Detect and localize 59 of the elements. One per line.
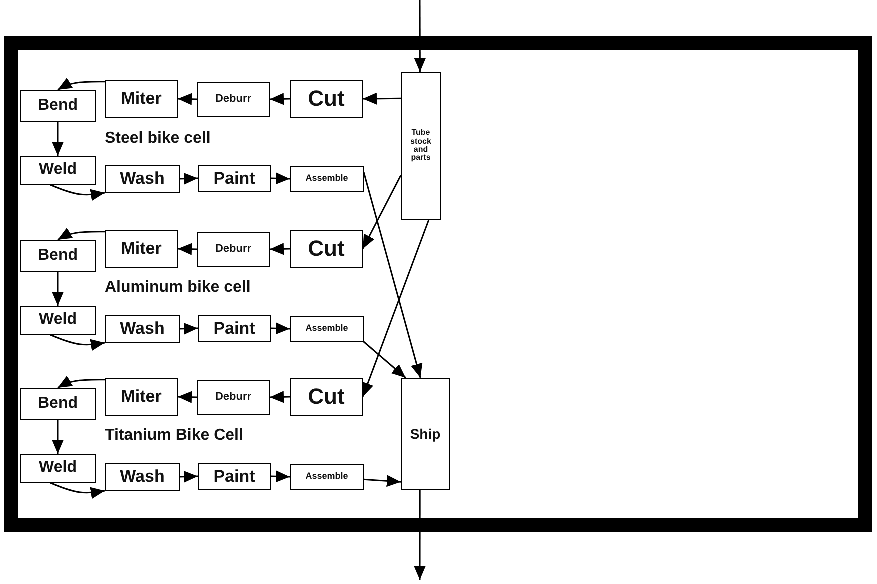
process-box: Cut — [290, 378, 363, 416]
process-box: Deburr — [197, 232, 270, 267]
process-box: Miter — [105, 80, 178, 118]
arrow — [364, 341, 406, 379]
process-box: Miter — [105, 378, 178, 416]
arrow — [50, 334, 106, 352]
process-box: Tube stock and parts — [401, 72, 441, 220]
process-box: Bend — [20, 388, 96, 420]
arrow — [364, 475, 402, 488]
arrow — [178, 243, 198, 256]
arrow — [52, 420, 64, 454]
process-box: Miter — [105, 230, 178, 268]
process-box: Assemble — [290, 316, 364, 342]
cell-label: Aluminum bike cell — [105, 279, 251, 297]
cell-label: Steel bike cell — [105, 130, 211, 148]
arrow — [270, 93, 290, 106]
arrow — [178, 391, 198, 404]
process-box: Paint — [198, 165, 271, 192]
process-box: Weld — [20, 306, 96, 335]
arrow — [414, 490, 426, 580]
process-box: Wash — [105, 315, 180, 343]
arrow — [58, 376, 105, 389]
process-box: Weld — [20, 454, 96, 483]
arrow — [363, 92, 401, 105]
process-box: Paint — [198, 463, 271, 490]
arrow — [270, 172, 290, 185]
process-box: Cut — [290, 230, 363, 268]
arrow — [362, 175, 402, 250]
cell-label: Titanium Bike Cell — [105, 427, 244, 445]
arrow — [270, 243, 290, 256]
arrow — [52, 122, 64, 156]
process-box: Assemble — [290, 166, 364, 192]
arrow — [180, 322, 198, 335]
arrow — [178, 93, 198, 106]
process-box: Assemble — [290, 464, 364, 490]
process-box: Ship — [401, 378, 450, 490]
arrow — [58, 78, 105, 91]
arrow — [52, 272, 64, 306]
arrow — [270, 391, 290, 404]
process-box: Paint — [198, 315, 271, 342]
arrow — [270, 470, 290, 483]
process-box: Deburr — [197, 380, 270, 415]
arrow — [270, 322, 290, 335]
arrow — [362, 220, 430, 398]
process-box: Wash — [105, 165, 180, 193]
arrow — [414, 0, 426, 72]
arrow — [363, 172, 423, 378]
process-box: Cut — [290, 80, 363, 118]
arrow — [58, 228, 105, 241]
arrow — [180, 172, 198, 185]
arrow — [180, 470, 198, 483]
process-box: Bend — [20, 240, 96, 272]
process-box: Weld — [20, 156, 96, 185]
process-box: Wash — [105, 463, 180, 491]
process-box: Deburr — [197, 82, 270, 117]
arrow — [50, 482, 106, 500]
process-box: Bend — [20, 90, 96, 122]
enclosure-frame — [4, 36, 872, 532]
arrow — [50, 184, 106, 202]
